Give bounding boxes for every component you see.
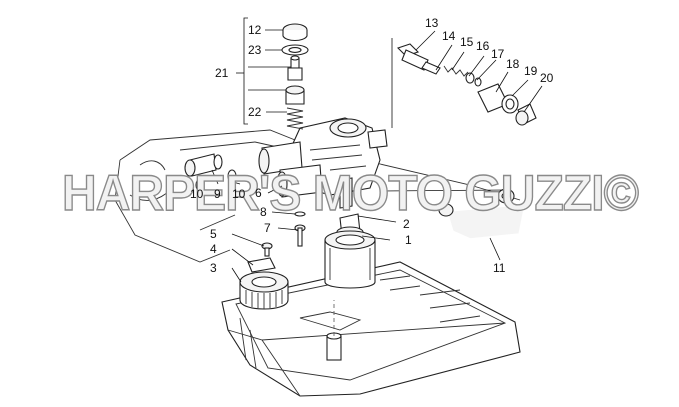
callout-labels: 1 2 3 4 5 6 7 8 9 10 10 11 12 13 14 15 1… — [190, 16, 554, 275]
callout-16: 16 — [476, 39, 490, 53]
callout-6: 6 — [255, 186, 262, 200]
sump-pickup-tube — [326, 300, 342, 361]
bolt-7 — [294, 224, 306, 247]
callout-8: 8 — [260, 205, 267, 219]
relief-valve-spring — [286, 107, 304, 130]
callout-18: 18 — [506, 57, 520, 71]
oil-sump-pan — [221, 261, 521, 397]
callout-15: 15 — [460, 35, 474, 49]
bracket-21 — [236, 17, 248, 125]
retaining-plate — [247, 257, 276, 273]
oil-pump-body — [258, 117, 388, 209]
sealing-washer-10b — [227, 169, 237, 183]
callout-4: 4 — [210, 242, 217, 256]
callout-11: 11 — [493, 261, 506, 275]
callout-3: 3 — [210, 261, 217, 275]
callout-12: 12 — [248, 23, 262, 37]
relief-valve-body — [285, 85, 305, 105]
callout-5: 5 — [210, 227, 217, 241]
relief-valve-washer — [281, 44, 309, 56]
screen-filter — [239, 271, 289, 310]
callout-7: 7 — [264, 221, 271, 235]
relief-valve-piston — [287, 55, 303, 81]
callout-10b: 10 — [232, 187, 246, 201]
leader-lines — [199, 29, 543, 283]
callout-22: 22 — [248, 105, 262, 119]
callout-14: 14 — [442, 29, 456, 43]
relief-valve-cap — [282, 23, 308, 42]
callout-19: 19 — [524, 64, 538, 78]
callout-21: 21 — [215, 66, 229, 80]
callout-17: 17 — [491, 47, 505, 61]
callout-23: 23 — [248, 43, 262, 57]
callout-13: 13 — [425, 16, 439, 30]
screw-5 — [261, 242, 273, 257]
pressure-switch-assembly — [391, 38, 537, 128]
callout-2: 2 — [403, 217, 410, 231]
watermark-text: HARPER'S MOTO GUZZI© — [62, 165, 639, 221]
callout-1: 1 — [405, 233, 412, 247]
callout-10a: 10 — [190, 187, 204, 201]
oil-filter — [324, 230, 376, 289]
callout-9: 9 — [214, 187, 221, 201]
oil-delivery-pipe — [438, 188, 528, 242]
callout-20: 20 — [540, 71, 554, 85]
union-bolt-9 — [184, 153, 223, 177]
